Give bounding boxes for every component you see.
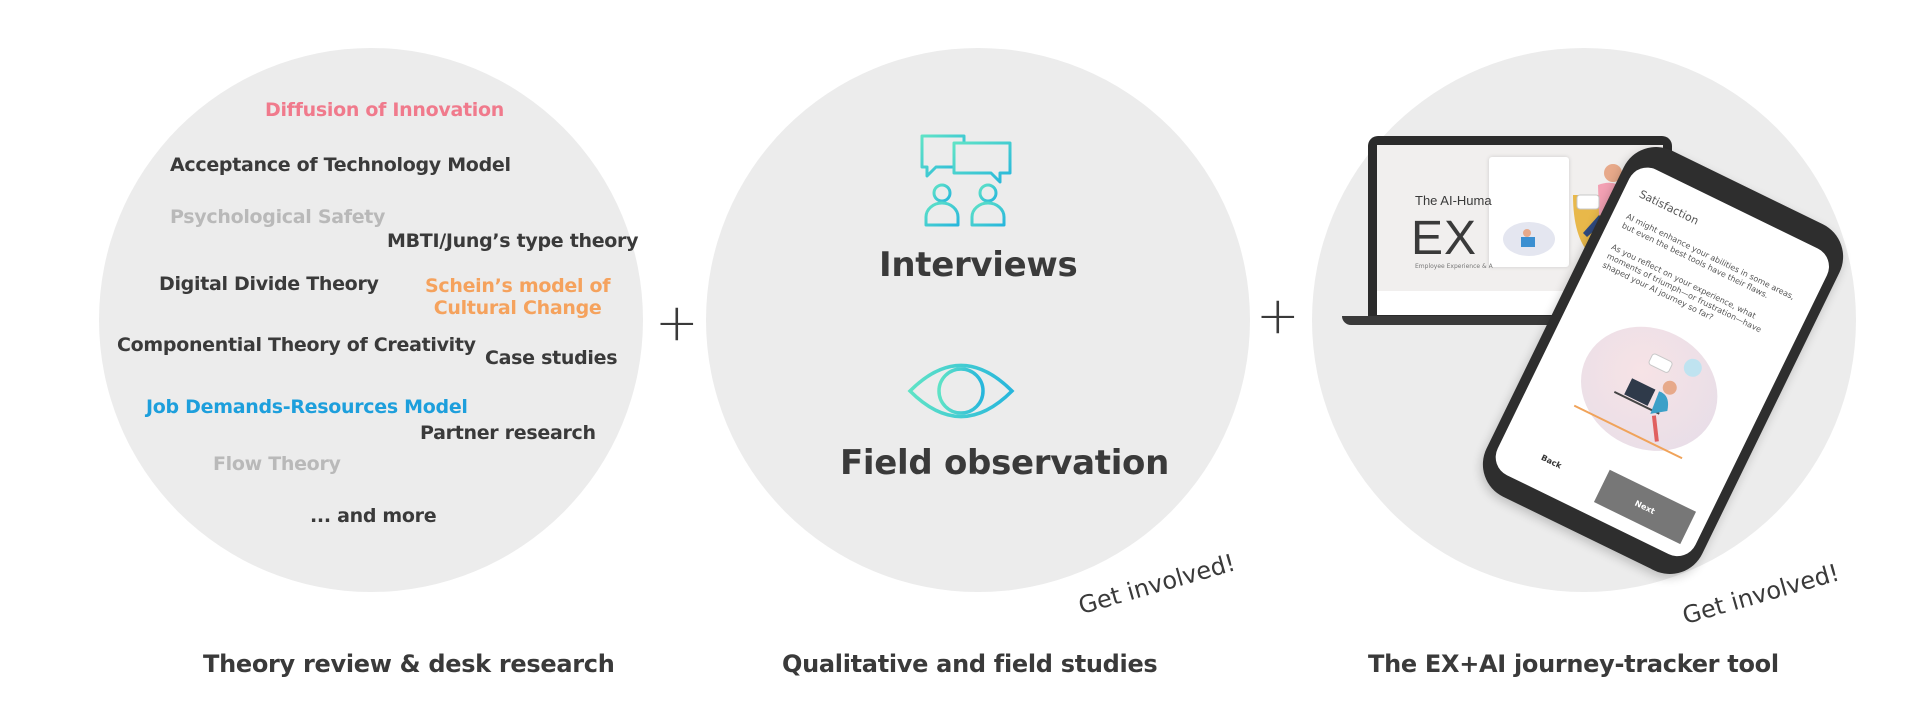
dialog-illustration <box>1503 222 1555 256</box>
case-studies: Case studies <box>485 347 618 369</box>
field-observation-label: Field observation <box>840 443 1170 483</box>
theory-mbti: MBTI/Jung’s type theory <box>387 230 639 252</box>
theory-circle <box>99 48 643 592</box>
caption-theory-review: Theory review & desk research <box>203 650 615 678</box>
phone-mockup: Satisfaction AI might enhance your abili… <box>1470 134 1856 587</box>
plus-sign-1: + <box>655 293 699 353</box>
theory-acceptance-of-technology: Acceptance of Technology Model <box>170 154 511 176</box>
theory-componential-creativity: Componential Theory of Creativity <box>117 334 476 356</box>
laptop-ex-logo: EX <box>1411 212 1478 265</box>
caption-journey-tracker: The EX+AI journey-tracker tool <box>1368 650 1779 678</box>
theory-digital-divide: Digital Divide Theory <box>159 273 379 295</box>
methods-circle <box>706 48 1250 592</box>
laptop-base <box>1342 316 1699 325</box>
people-chat-icon <box>920 134 1012 227</box>
theory-schein: Schein’s model of Cultural Change <box>425 275 611 319</box>
theory-diffusion-of-innovation: Diffusion of Innovation <box>265 99 504 121</box>
phone-illustration <box>1559 304 1739 474</box>
plus-sign-2: + <box>1256 286 1300 346</box>
theory-schein-line2: Cultural Change <box>433 297 602 319</box>
and-more-text: ... and more <box>310 505 437 527</box>
phone-next-button[interactable]: Next <box>1593 469 1697 545</box>
phone-back-button[interactable]: Back <box>1539 452 1564 471</box>
person-at-desk-illustration <box>1573 353 1702 460</box>
get-involved-text-2[interactable]: Get involved! <box>1679 558 1843 630</box>
laptop-dialog <box>1489 157 1569 267</box>
laptop-subtitle: Employee Experience & A <box>1415 263 1493 270</box>
phone-screen: Satisfaction AI might enhance your abili… <box>1488 160 1836 563</box>
theory-psychological-safety: Psychological Safety <box>170 206 386 228</box>
eye-icon <box>907 363 1015 419</box>
caption-qualitative: Qualitative and field studies <box>782 650 1158 678</box>
interviews-label: Interviews <box>879 245 1078 285</box>
theory-flow: Flow Theory <box>213 453 341 475</box>
theory-job-demands-resources: Job Demands-Resources Model <box>146 396 468 418</box>
partner-research: Partner research <box>420 422 596 444</box>
theory-schein-line1: Schein’s model of <box>425 275 611 297</box>
laptop-title: The AI-Huma <box>1415 193 1492 208</box>
